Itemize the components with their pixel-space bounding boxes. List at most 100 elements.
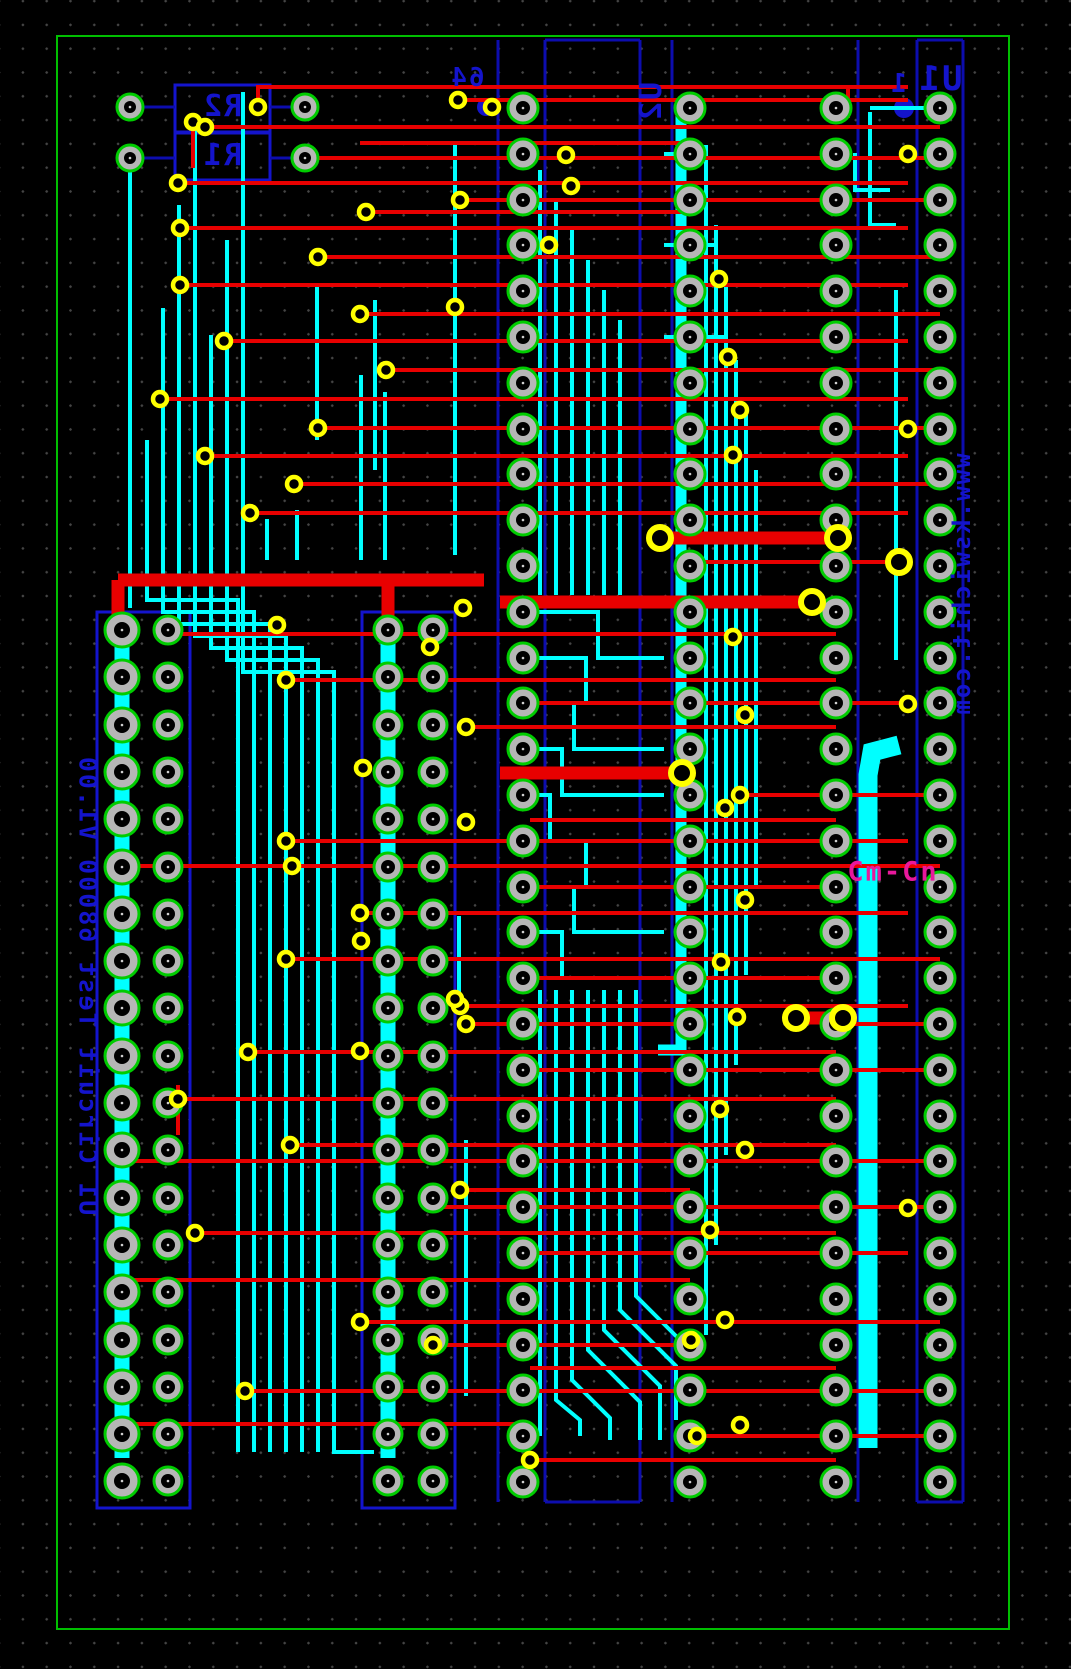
through-hole-pad [923,732,957,766]
through-hole-pad [923,1373,957,1407]
via [539,235,559,255]
through-hole-pad [103,1368,141,1406]
via [556,145,576,165]
through-hole-pad [819,1419,853,1453]
through-hole-pad [103,1037,141,1075]
through-hole-pad [103,1462,141,1500]
through-hole-pad [290,143,320,173]
via [681,1330,701,1350]
through-hole-pad [923,137,957,171]
through-hole-pad [417,1465,449,1497]
through-hole-pad [673,824,707,858]
via-layer [150,90,918,1470]
r1-label: R1 [201,138,243,173]
large-via [885,548,913,576]
via [423,1335,443,1355]
through-hole-pad [819,274,853,308]
through-hole-pad [506,320,540,354]
through-hole-pad [506,274,540,308]
through-hole-pad [103,1131,141,1169]
through-hole-pad [673,503,707,537]
through-hole-pad [506,915,540,949]
via [235,1381,255,1401]
through-hole-pad [152,803,184,835]
through-hole-pad [506,1007,540,1041]
through-hole-pad [923,228,957,262]
via [350,903,370,923]
through-hole-pad [152,1040,184,1072]
via [687,1426,707,1446]
through-hole-pad [819,1099,853,1133]
through-hole-pad [923,1099,957,1133]
through-hole-pad [506,1373,540,1407]
through-hole-pad [103,942,141,980]
via [450,1180,470,1200]
through-hole-pad [819,412,853,446]
through-hole-pad [819,686,853,720]
through-hole-pad [819,824,853,858]
through-hole-pad [372,661,404,693]
through-hole-pad [673,595,707,629]
through-hole-pad [923,1236,957,1270]
through-hole-pad [152,1229,184,1261]
u1-label: U1 [917,59,963,99]
through-hole-pad [103,611,141,649]
u2-pin64-label: 64 [449,63,485,93]
via [267,615,287,635]
via [898,419,918,439]
via [715,1310,735,1330]
through-hole-pad [103,848,141,886]
via [723,445,743,465]
through-hole-pad [506,91,540,125]
through-hole-pad [372,1229,404,1261]
through-hole-pad [506,961,540,995]
via [730,785,750,805]
through-hole-pad [506,1099,540,1133]
through-hole-pad [417,1040,449,1072]
through-hole-pad [152,756,184,788]
through-hole-pad [372,1182,404,1214]
through-hole-pad [506,870,540,904]
via [150,389,170,409]
through-hole-pad [506,686,540,720]
through-hole-pad [506,1190,540,1224]
through-hole-pad [152,1182,184,1214]
through-hole-pad [923,1282,957,1316]
through-hole-pad [372,1324,404,1356]
through-hole-pad [819,595,853,629]
through-hole-pad [103,1273,141,1311]
through-hole-pad [923,320,957,354]
through-hole-pad [923,1144,957,1178]
through-hole-pad [673,183,707,217]
through-hole-pad [506,1053,540,1087]
through-hole-pad [819,1373,853,1407]
through-hole-pad [923,1053,957,1087]
large-via [646,524,674,552]
through-hole-pad [819,1465,853,1499]
through-hole-pad [372,1371,404,1403]
through-hole-pad [673,641,707,675]
through-hole-pad [372,898,404,930]
through-hole-pad [819,1328,853,1362]
via [214,331,234,351]
via [168,1089,188,1109]
through-hole-pad [417,898,449,930]
via [248,97,268,117]
large-via [668,759,696,787]
via [280,1135,300,1155]
through-hole-pad [819,1236,853,1270]
through-hole-pad [673,366,707,400]
through-hole-pad [673,274,707,308]
through-hole-pad [923,641,957,675]
through-hole-pad [152,1418,184,1450]
through-hole-pad [372,1465,404,1497]
through-hole-pad [819,549,853,583]
through-hole-pad [103,1321,141,1359]
through-hole-pad [103,800,141,838]
through-hole-pad [673,1373,707,1407]
through-hole-pad [506,228,540,262]
through-hole-pad [923,870,957,904]
large-via [829,1004,857,1032]
via [356,202,376,222]
